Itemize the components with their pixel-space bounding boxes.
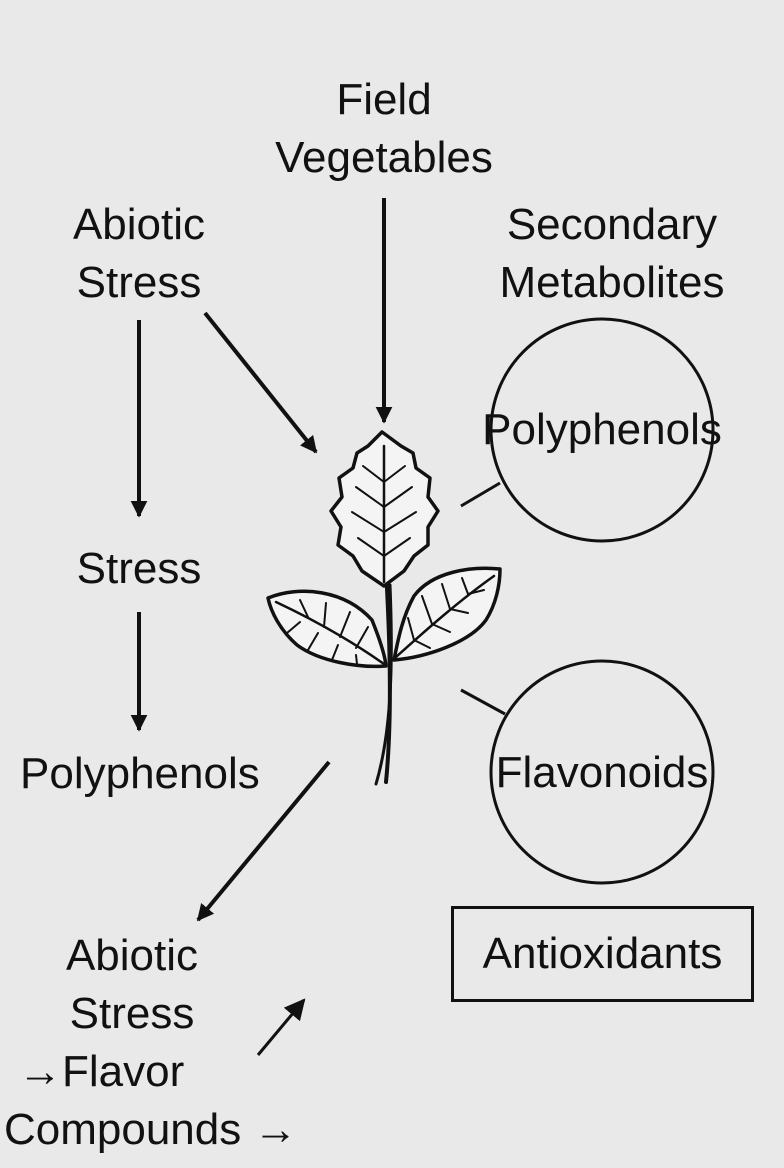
small-arrow-up-right	[256, 998, 306, 1056]
flavonoids-circle-label: Flavonoids	[452, 744, 752, 802]
polyphenols-circle-label: Polyphenols	[452, 401, 752, 459]
arrow-polyphenols-to-abiotic-stress	[196, 760, 331, 922]
flavonoids-circle	[489, 659, 715, 885]
abiotic-stress-top-line1: Abiotic	[72, 200, 206, 249]
field-vegetables-label: Field Vegetables	[234, 71, 534, 187]
field-vegetables-line1: Field	[336, 75, 432, 124]
polyphenols-left-text: Polyphenols	[20, 749, 260, 798]
flavonoids-circle-text: Flavonoids	[495, 748, 709, 797]
arrow-abiotic-stress-to-plant	[203, 311, 318, 454]
secondary-metabolites-line1: Secondary	[506, 200, 718, 249]
secondary-metabolites-line2: Metabolites	[499, 258, 725, 307]
flavor-text: →Flavor	[18, 1047, 185, 1096]
polyphenols-circle	[489, 317, 715, 543]
flavor-label: →Flavor	[18, 1043, 184, 1101]
leaf-plant-icon	[266, 430, 502, 786]
stress-label: Stress	[39, 540, 239, 598]
abiotic-stress-bottom-line2: Stress	[69, 989, 195, 1038]
connector-flavonoids-circle	[460, 688, 506, 716]
polyphenols-circle-text: Polyphenols	[482, 405, 722, 454]
field-vegetables-line2: Vegetables	[275, 133, 493, 182]
compounds-label: Compounds →	[4, 1101, 297, 1159]
connector-polyphenols-circle	[460, 481, 501, 508]
stress-text: Stress	[76, 544, 202, 593]
polyphenols-left-label: Polyphenols	[20, 745, 260, 803]
antioxidants-box: Antioxidants	[451, 906, 754, 1002]
abiotic-stress-bottom-line1: Abiotic	[65, 931, 199, 980]
abiotic-stress-bottom-label: Abiotic Stress	[22, 927, 242, 1043]
antioxidants-text: Antioxidants	[482, 929, 723, 978]
secondary-metabolites-label: Secondary Metabolites	[462, 196, 762, 312]
abiotic-stress-top-label: Abiotic Stress	[29, 196, 249, 312]
compounds-text: Compounds →	[4, 1105, 298, 1154]
abiotic-stress-top-line2: Stress	[76, 258, 202, 307]
